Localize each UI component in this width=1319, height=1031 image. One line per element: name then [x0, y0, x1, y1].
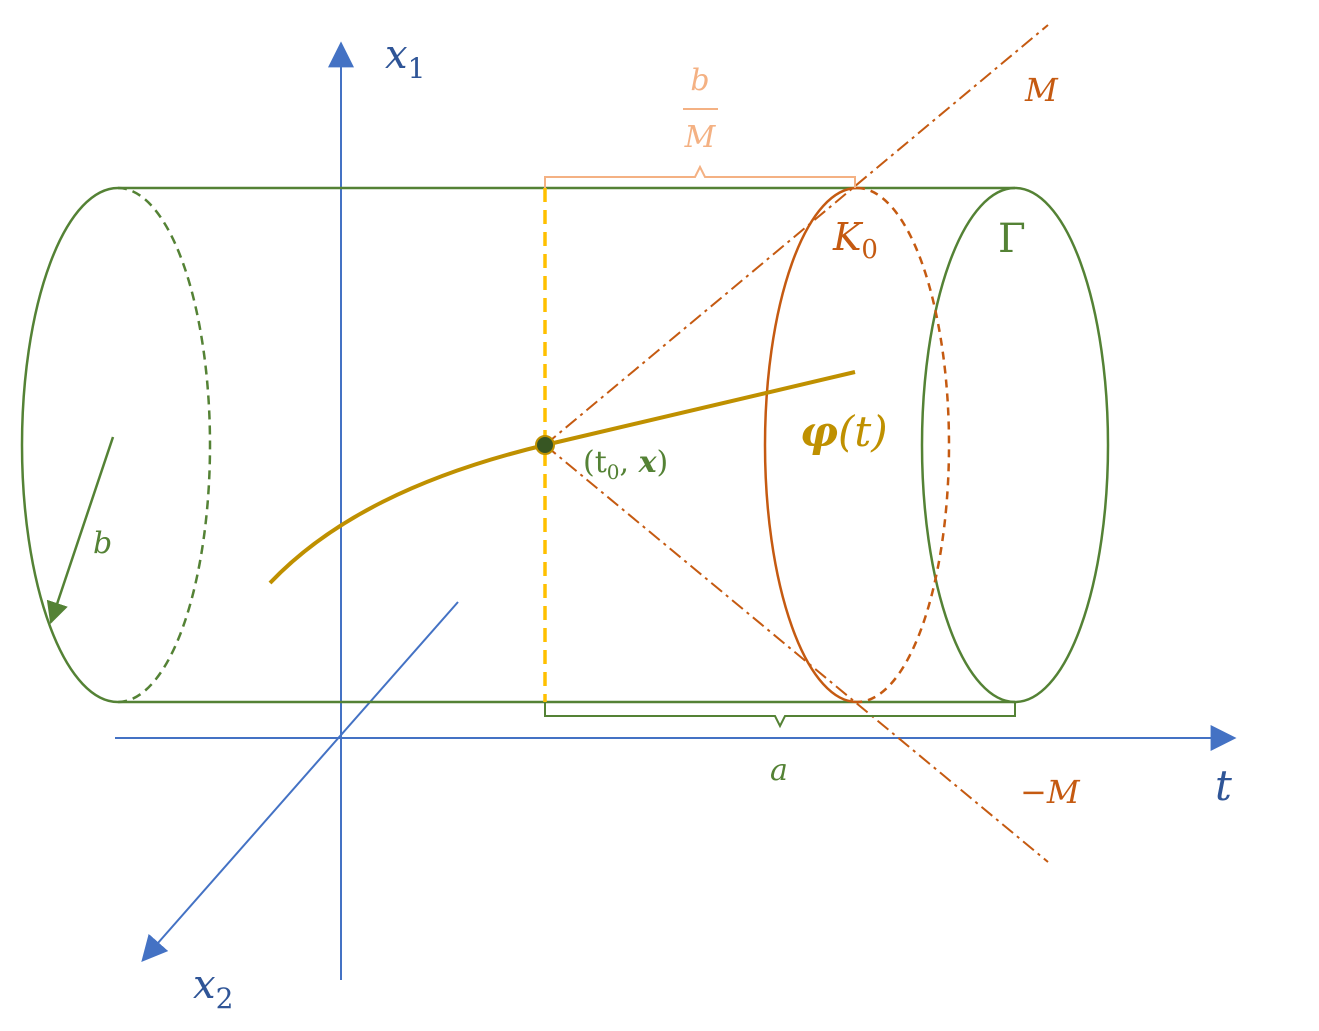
- b-over-M-numerator: b: [690, 63, 709, 98]
- K0-label: K0: [832, 215, 878, 265]
- brace-a: [544, 702, 1016, 729]
- brace-b-over-M: [544, 164, 856, 188]
- point-t0-x: [535, 435, 555, 455]
- cone-line-M: [544, 24, 1049, 446]
- phi-curve: [268, 370, 856, 585]
- a-label: a: [770, 753, 788, 788]
- k0-ellipse: [763, 186, 951, 704]
- radius-arrow: [46, 436, 115, 625]
- x2-axis: [141, 601, 459, 962]
- point-label: (t0, x): [583, 445, 668, 484]
- phi-label: φ(t): [800, 407, 888, 456]
- t-label: t: [1215, 761, 1232, 810]
- b-label: b: [93, 526, 112, 561]
- M-label: M: [1024, 71, 1059, 109]
- b-over-M-denominator: M: [684, 120, 717, 155]
- gamma-label: Γ: [998, 216, 1026, 262]
- x2-label: x2: [193, 962, 233, 1015]
- cone-line-minus-M: [544, 444, 1049, 863]
- x1-label: x1: [385, 32, 425, 85]
- gamma-ellipse: [920, 186, 1110, 704]
- cylinder: [20, 186, 1110, 704]
- minus-M-label: −M: [1020, 773, 1081, 811]
